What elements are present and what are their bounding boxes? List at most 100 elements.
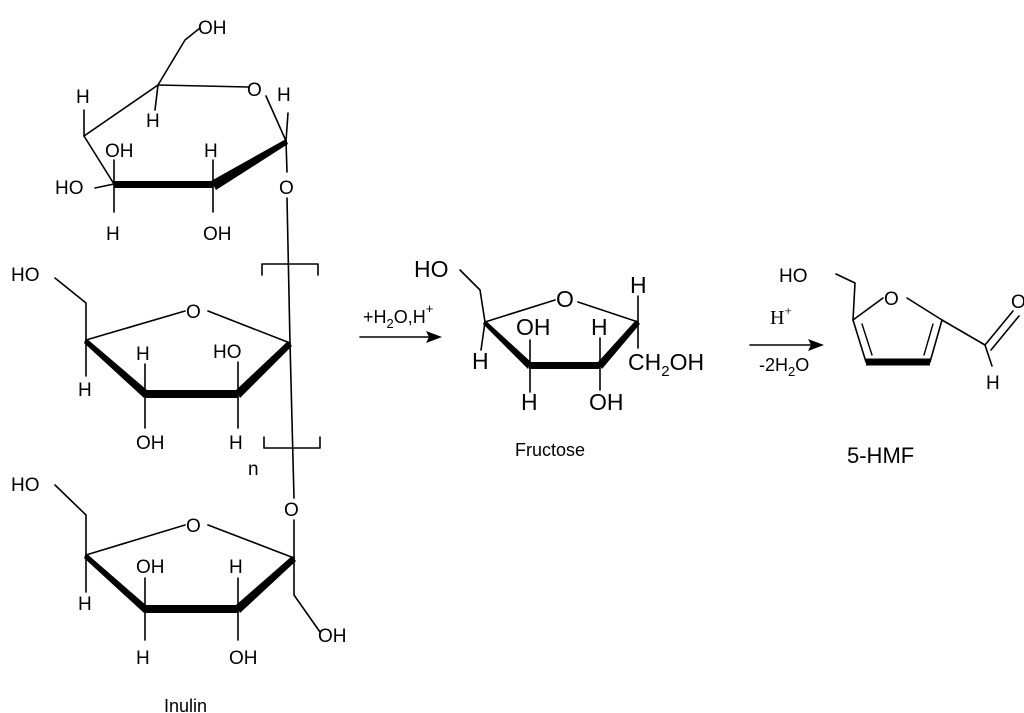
cond-subscript: 2	[387, 316, 394, 331]
cond-superscript: +	[426, 301, 434, 316]
bond	[157, 84, 249, 88]
bracket-bottom	[263, 436, 321, 449]
reaction-arrow-1	[359, 331, 442, 343]
captions: Inulin Fructose 5-HMF	[164, 440, 914, 713]
bond	[85, 524, 186, 556]
inulin-bottom-furanose	[54, 484, 321, 641]
atom-label-h: H	[521, 389, 538, 415]
atom-label-ring-oxygen: O	[186, 302, 201, 323]
wedge-bond	[211, 139, 288, 190]
bond	[852, 319, 867, 363]
condition-minus-2h2o: -2H2O	[759, 355, 809, 379]
bond	[459, 269, 486, 323]
atom-label-h: H	[472, 348, 489, 374]
cond-mid: O,H	[394, 307, 426, 327]
bond	[286, 197, 291, 344]
bond	[83, 84, 159, 137]
atom-label-ring-oxygen: O	[247, 80, 262, 101]
atom-label-h: H	[229, 433, 243, 454]
atom-labels: OH O H H H OH H HO O H OH HO O H HO H OH…	[11, 18, 1024, 669]
bond-double	[990, 315, 1020, 351]
bond	[852, 297, 884, 321]
wedge-bond	[114, 181, 213, 188]
cond-h: H	[770, 307, 784, 329]
atom-label-h: H	[146, 111, 160, 132]
atom-label-oh: OH	[589, 389, 624, 415]
atom-label-ring-oxygen: O	[186, 516, 201, 537]
bond	[157, 27, 201, 86]
arrow-head	[426, 331, 442, 343]
atom-label-h: H	[591, 314, 608, 340]
atom-label-ho: HO	[11, 265, 40, 286]
atom-label-h: H	[630, 272, 647, 298]
caption-fructose: Fructose	[515, 440, 585, 460]
atom-label-ch2oh: CH2OH	[628, 349, 704, 380]
wedge-bond	[529, 362, 600, 369]
hmf-structure	[835, 273, 1020, 367]
atom-label-ho: HO	[779, 266, 808, 287]
bond	[265, 95, 287, 142]
atom-label-n: n	[248, 459, 259, 480]
bond	[85, 310, 186, 341]
atom-label-oh: OH	[516, 314, 551, 340]
wedge-bond	[84, 553, 147, 613]
inulin-pyranose-ring	[83, 27, 289, 213]
atom-label-oh: OH	[203, 224, 232, 245]
wedge-bond	[145, 390, 238, 398]
condition-h-plus: H+	[770, 303, 792, 329]
atom-label-h: H	[76, 87, 90, 108]
atom-label-oh: OH	[318, 626, 347, 647]
arrow-head	[808, 339, 824, 351]
atom-label-oh: OH	[136, 433, 165, 454]
wedge-bond	[236, 556, 296, 613]
bond	[83, 135, 115, 185]
caption-5-hmf: 5-HMF	[847, 443, 914, 468]
atom-label-carbonyl-oxygen: O	[1011, 292, 1024, 313]
atom-label-h: H	[229, 557, 243, 578]
bond	[285, 112, 289, 142]
atom-label-oh: OH	[105, 141, 134, 162]
bond	[154, 84, 159, 111]
bond	[54, 277, 87, 341]
bond	[285, 140, 288, 173]
bond	[54, 484, 87, 556]
caption-inulin: Inulin	[164, 696, 207, 713]
oh-text: OH	[670, 349, 705, 375]
atom-label-ho: HO	[213, 342, 242, 363]
cond-superscript: +	[784, 303, 791, 318]
atom-label-oh: OH	[198, 18, 227, 39]
wedge-bond	[84, 338, 147, 398]
bond	[984, 344, 993, 367]
atom-label-h: H	[277, 85, 291, 106]
cond-suffix: O	[795, 355, 809, 375]
atom-label-ring-oxygen: O	[884, 289, 899, 310]
bond	[484, 299, 556, 323]
atom-label-oh: OH	[136, 557, 165, 578]
bond	[941, 319, 986, 346]
ch2-text: CH	[628, 349, 661, 375]
wedge-bond	[145, 605, 238, 613]
bond	[577, 301, 639, 323]
atom-label-h: H	[78, 380, 92, 401]
atom-label-ho: HO	[414, 256, 449, 282]
bracket-top	[261, 263, 319, 276]
bond	[207, 310, 291, 344]
bond	[480, 321, 486, 351]
atom-label-ho: HO	[55, 178, 84, 199]
bond	[207, 524, 295, 559]
atom-label-h: H	[106, 224, 120, 245]
cond-prefix: -2H	[759, 355, 788, 375]
bond	[289, 342, 295, 499]
atom-label-glycosidic-oxygen: O	[284, 500, 299, 521]
atom-label-h: H	[986, 373, 1000, 394]
atom-label-h: H	[78, 594, 92, 615]
bond	[984, 310, 1014, 346]
atom-label-ho: HO	[11, 475, 40, 496]
bond-double	[923, 323, 934, 356]
wedge-bond	[598, 320, 640, 369]
cond-prefix: +H	[363, 307, 387, 327]
atom-label-h: H	[136, 648, 150, 669]
bond	[293, 557, 321, 633]
atom-label-h: H	[204, 141, 218, 162]
atom-label-glycosidic-oxygen: O	[279, 178, 294, 199]
